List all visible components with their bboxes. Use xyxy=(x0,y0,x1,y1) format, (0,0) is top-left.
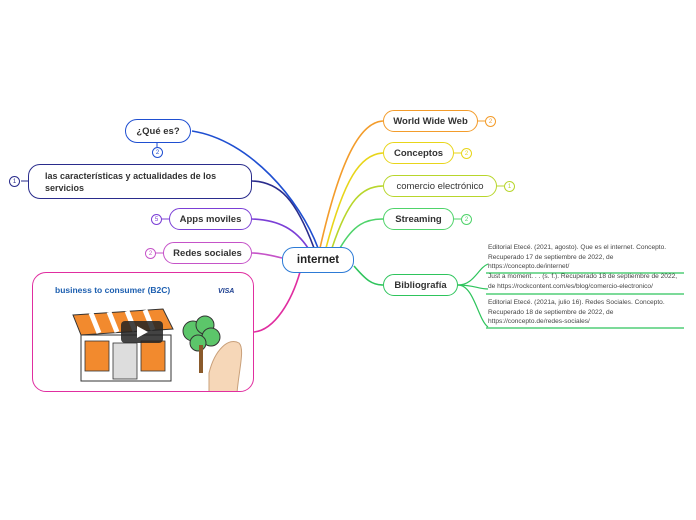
bibliography-entry: Editorial Etecé. (2021a, julio 16). Rede… xyxy=(488,298,684,327)
node-bibliografia[interactable]: Bibliografía xyxy=(383,274,458,296)
bib-line: Editorial Etecé. (2021a, julio 16). Rede… xyxy=(488,299,665,306)
node-caracteristicas-label: las características y actualidades de lo… xyxy=(45,170,217,193)
badge-caracteristicas[interactable]: 1 xyxy=(9,176,20,187)
node-streaming-label: Streaming xyxy=(395,213,442,225)
video-node[interactable]: business to consumer (B2C) VISA xyxy=(32,272,254,392)
node-conceptos[interactable]: Conceptos xyxy=(383,142,454,164)
video-caption: business to consumer (B2C) xyxy=(55,285,170,295)
node-apps-moviles-label: Apps moviles xyxy=(179,213,242,225)
visa-logo: VISA xyxy=(218,288,234,295)
node-world-wide-web[interactable]: World Wide Web xyxy=(383,110,478,132)
play-icon[interactable] xyxy=(121,321,163,343)
badge-redes-sociales[interactable]: 2 xyxy=(145,248,156,259)
video-thumbnail: business to consumer (B2C) VISA xyxy=(55,285,243,391)
node-world-wide-web-label: World Wide Web xyxy=(393,115,468,127)
node-redes-sociales-label: Redes sociales xyxy=(173,247,242,259)
node-que-es[interactable]: ¿Qué es? xyxy=(125,119,191,143)
bib-line: https://concepto.de/redes-sociales/ xyxy=(488,318,590,326)
badge-comercio-electronico[interactable]: 1 xyxy=(504,181,515,192)
node-comercio-electronico-label: comercio electrónico xyxy=(396,180,484,192)
bibliography-entry: Editorial Etecé. (2021, agosto). Que es … xyxy=(488,243,684,272)
node-conceptos-label: Conceptos xyxy=(393,147,444,159)
bib-line: Editorial Etecé. (2021, agosto). Que es … xyxy=(488,244,667,251)
bibliography-entry: Just a moment. . . (s. f.). Recuperado 1… xyxy=(488,272,684,291)
node-que-es-label: ¿Qué es? xyxy=(136,125,180,137)
node-caracteristicas[interactable]: las características y actualidades de lo… xyxy=(28,164,252,199)
node-redes-sociales[interactable]: Redes sociales xyxy=(163,242,252,264)
bib-line: https://concepto.de/internet/ xyxy=(488,263,570,271)
badge-streaming[interactable]: 2 xyxy=(461,214,472,225)
bib-line: Recuperado 17 de septiembre de 2022, de xyxy=(488,253,614,261)
badge-world-wide-web[interactable]: 2 xyxy=(485,116,496,127)
bib-line: Recuperado 18 de septiembre de 2022, de xyxy=(488,308,614,316)
central-node[interactable]: internet xyxy=(282,247,354,273)
node-apps-moviles[interactable]: Apps moviles xyxy=(169,208,252,230)
bib-line: de https://rockcontent.com/es/blog/comer… xyxy=(488,282,653,290)
badge-apps-moviles[interactable]: 5 xyxy=(151,214,162,225)
badge-conceptos[interactable]: 2 xyxy=(461,148,472,159)
badge-que-es[interactable]: 2 xyxy=(152,147,163,158)
bib-line: Just a moment. . . (s. f.). Recuperado 1… xyxy=(488,273,678,280)
node-comercio-electronico[interactable]: comercio electrónico xyxy=(383,175,497,197)
node-bibliografia-label: Bibliografía xyxy=(394,279,447,291)
node-streaming[interactable]: Streaming xyxy=(383,208,454,230)
